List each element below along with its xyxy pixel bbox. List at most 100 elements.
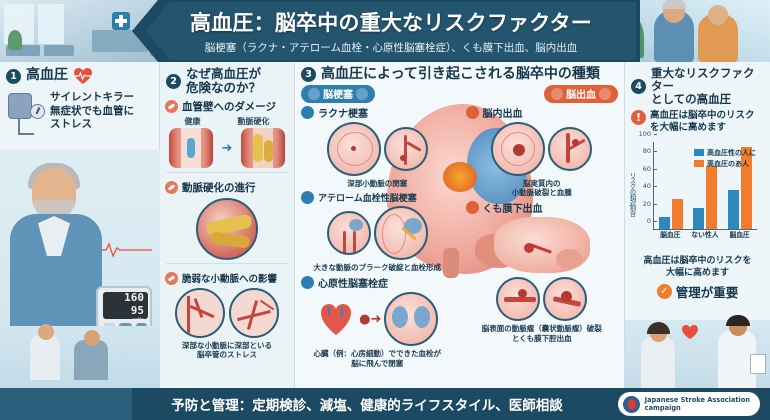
blood-pressure-cuff-icon (6, 91, 46, 135)
panel-stroke-types: 3 高血圧によって引き起こされる脳卒中の種類 脳梗塞 脳出血 (295, 62, 625, 388)
panel4-key-message: 管理が重要 (675, 285, 739, 301)
panel2-section3-head: 脆弱な小動脈への影響 (160, 267, 294, 286)
arrow-right-icon: ➜ (221, 140, 233, 156)
bar-series1-cat1 (706, 166, 718, 229)
legend-label-0: 高血圧性の人に (707, 148, 756, 157)
item-cardioembolic-head: 心原性脳塞栓症 (298, 273, 457, 290)
item-atherothrombotic-caption: 大きな動脈のプラーク破綻と血栓形成 (313, 263, 442, 273)
panel4-alert: ! 高血圧は脳卒中のリスク を大幅に高めます (625, 106, 770, 134)
panel4-number: 4 (631, 78, 646, 94)
heart-pulse-icon (73, 67, 93, 85)
legend-label-1: 高血圧のあ人 (707, 159, 749, 168)
panel2-title-row: 2 なぜ高血圧が 危険なのか？ (160, 62, 294, 95)
panel2-section3-title: 脆弱な小動脈への影響 (182, 274, 278, 285)
panel3-title-row: 3 高血圧によって引き起こされる脳卒中の種類 (295, 62, 624, 83)
badge-hemorrhagic-label: 脳出血 (566, 90, 596, 102)
panel1-lead-row: サイレントキラー 無症状でも血管に ストレス (0, 85, 159, 135)
ich-icon (465, 105, 479, 119)
panel3-left-column: ラクナ梗塞 深部小動脈の閉塞 (295, 103, 460, 370)
progression-icon (165, 181, 178, 194)
arteriole-illustration-2 (229, 288, 279, 338)
bar-group-0 (659, 142, 684, 229)
plaque-progression-illustration (196, 198, 258, 260)
clot-icon (356, 87, 368, 100)
bar-group-2 (727, 142, 752, 229)
bp-unit: mmHg (132, 317, 144, 323)
legend-swatch-0 (694, 149, 704, 157)
badge-ischemic-label: 脳梗塞 (323, 90, 353, 102)
blood-drop-icon (599, 87, 611, 100)
arteriole-illustration-1 (175, 288, 225, 338)
y-tick-0: 0 (647, 217, 658, 225)
panel3-right-column: 脳内出血 脳実質内の 小動脈破裂と血腫 (460, 103, 625, 370)
brain-coronal-lacunar (326, 121, 381, 176)
ecg-line-icon (96, 242, 152, 258)
association-logo: Japanese Stroke Association campaign (617, 392, 760, 416)
badge-ischemic-stroke: 脳梗塞 (301, 84, 375, 103)
legend-item-0: 高血圧性の人に (694, 148, 756, 158)
risk-bar-chart: リスクの相対割合 100 80 60 40 20 0 (627, 130, 767, 254)
chart-legend: 高血圧性の人に 高血圧のあ人 (694, 148, 756, 170)
sah-icon (465, 201, 479, 215)
brain-embolic-occlusion (384, 292, 439, 347)
footer-left-strip (0, 388, 132, 420)
panel2-section1-head: 血管壁へのダメージ (160, 95, 294, 115)
panel1-title-row: 1 高血圧 (0, 62, 159, 85)
vessel-comparison: ➜ (160, 127, 294, 169)
chart-plot-area: 100 80 60 40 20 0 (639, 130, 757, 230)
y-tick-40: 40 (643, 182, 658, 190)
item-sah-title: くも膜下出血 (482, 204, 543, 216)
bp-monitor-screen: 160 95 mmHg (103, 291, 148, 323)
legend-swatch-1 (694, 160, 704, 168)
brain-icon (308, 87, 320, 100)
panel2-divider-1 (166, 172, 288, 173)
panel3-title: 高血圧によって引き起こされる脳卒中の種類 (321, 66, 600, 82)
panel2-section3-caption: 深部な小動脈に深部といる 脳卒管のストレス (182, 341, 272, 360)
item-lacunar-caption: 深部小動脈の閉塞 (347, 178, 408, 188)
panel3-columns: ラクナ梗塞 深部小動脈の閉塞 (295, 103, 624, 370)
panel2-title: なぜ高血圧が 危険なのか？ (186, 66, 262, 95)
panel-hypertension: 1 高血圧 サイレントキラー 無症状でも血管に ストレス (0, 62, 160, 388)
x-label-2: 脳血圧 (729, 230, 750, 239)
cardioembolic-illustrations: ●➜ (298, 290, 457, 348)
middle-aged-man-illustration (8, 163, 104, 328)
item-ich-head: 脳内出血 (463, 103, 622, 120)
chart-bars (654, 142, 757, 229)
sah-illustration-wrap (463, 215, 622, 275)
y-tick-80: 80 (643, 147, 658, 155)
embolus-arrow-icon: ●➜ (359, 311, 382, 327)
badge-hemorrhagic-stroke: 脳出血 (544, 84, 618, 103)
label-healthy: 健康 (184, 117, 201, 126)
label-atherosclerosis: 動脈硬化 (237, 117, 270, 126)
bar-series0-cat0 (659, 216, 671, 229)
legend-item-1: 高血圧のあ人 (694, 159, 756, 169)
panel4-photo (625, 315, 770, 388)
aneurysm-illustration-1 (496, 277, 541, 322)
doctor-patient-photo (0, 324, 160, 388)
bp-diastolic: 95 (130, 303, 144, 317)
atherothrombotic-illustrations (298, 204, 457, 262)
panel1-title: 高血圧 (26, 67, 68, 84)
panel-why-dangerous: 2 なぜ高血圧が 危険なのか？ 血管壁へのダメージ 健康 動脈硬化 ➜ (160, 62, 295, 388)
patient-consult-photo (620, 0, 770, 62)
item-atherothrombotic-title: アテローム血栓性脳梗塞 (318, 194, 417, 205)
deep-artery-occlusion (383, 126, 428, 171)
panel3-number: 3 (301, 67, 316, 83)
panel2-number: 2 (166, 73, 181, 89)
item-ich-title: 脳内出血 (482, 108, 523, 120)
sah-detail-illustrations (463, 275, 622, 323)
brain-hematoma-illustration (491, 121, 546, 176)
logo-text: Japanese Stroke Association campaign (645, 396, 750, 412)
panel2-vessel-labels: 健康 動脈硬化 (160, 115, 294, 127)
small-artery-icon (165, 271, 178, 285)
item-cardioembolic-title: 心原性脳塞栓症 (318, 279, 388, 291)
chart-x-labels: 脳血圧 ない性人 脳血圧 (653, 230, 757, 240)
panel3-badges: 脳梗塞 脳出血 (295, 83, 624, 103)
bar-series0-cat2 (727, 189, 739, 229)
item-sah-caption: 脳表面の動脈瘤（嚢状動脈瘤）破裂 とくも膜下腔出血 (481, 324, 602, 343)
item-sah-head: くも膜下出血 (463, 198, 622, 215)
header-banner: 高血圧：脳卒中の重大なリスクファクター 脳梗塞（ラクナ・アテローム血栓・心原性脳… (0, 0, 770, 62)
panel1-photo: 160 95 mmHg (0, 150, 160, 388)
bp-systolic: 160 (124, 291, 144, 304)
